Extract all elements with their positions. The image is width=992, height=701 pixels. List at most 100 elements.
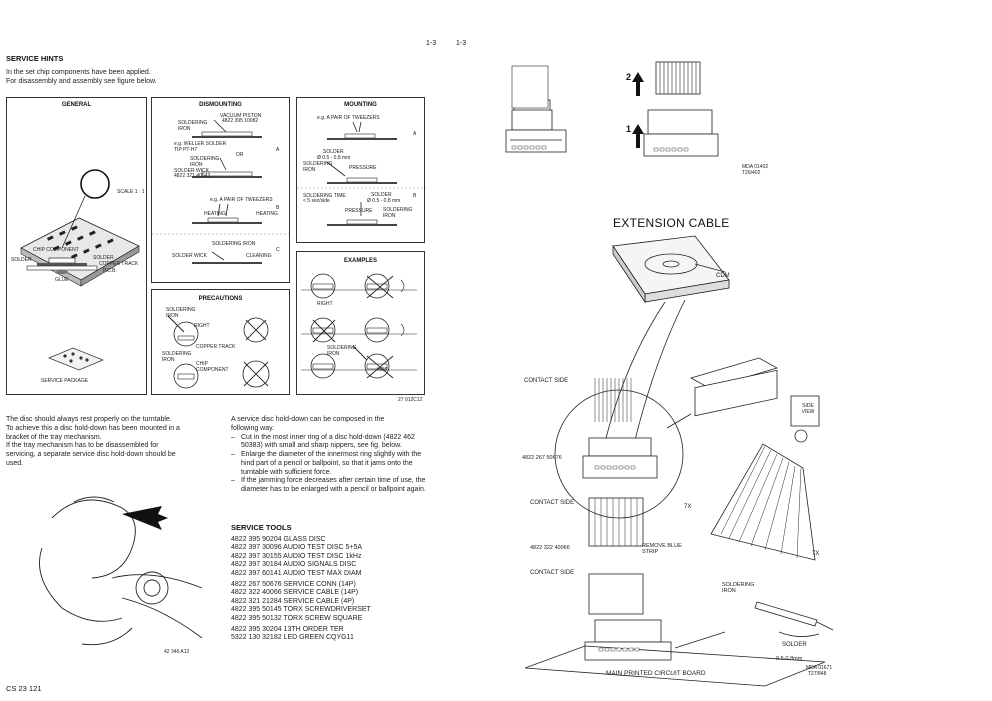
intro-line-2: For disassembly and assembly see figure … (6, 77, 157, 85)
precaution-soldering-iron-2: SOLDERING IRON (162, 351, 192, 363)
dismount-soldering-iron: SOLDERING IRON (178, 120, 208, 132)
disc-line-2: To achieve this a disc hold-down has bee… (6, 424, 180, 432)
tool-item: 4822 395 30204 13TH ORDER TER (231, 625, 344, 633)
precautions-illustration (167, 315, 270, 389)
hand-figure-code: 42 346 A12 (164, 649, 190, 655)
holddown-bullet-3: If the jamming force decreases after cer… (231, 477, 436, 495)
mount-solder-dia-2: Ø 0.5 - 0.8 mm (367, 198, 401, 204)
seven-x-2: 7X (812, 551, 820, 557)
disc-text: The disc should always rest properly on … (6, 416, 221, 469)
precautions-box: PRECAUTIONS SOLDERING IRON RIGHT COPPER … (151, 289, 290, 395)
mount-time-value: < 5 sec/side (303, 198, 330, 204)
dismount-label-c: C (276, 247, 280, 253)
general-pcb: P.C.B. (103, 268, 117, 274)
side-view-label: SIDE VIEW (801, 403, 815, 415)
precautions-title: PRECAUTIONS (198, 296, 243, 302)
dismounting-box: DISMOUNTING VACUUM PISTON 4822 395 10082… (151, 97, 291, 283)
dismounting-title: DISMOUNTING (199, 102, 242, 108)
figure-code-1: 27 012C12 (398, 397, 423, 403)
service-tools-title: SERVICE TOOLS (231, 523, 292, 532)
dismount-label-a: A (276, 147, 280, 153)
tool-item: 5322 130 32182 LED GREEN CQYG11 (231, 634, 354, 642)
disc-line-6: used. (6, 459, 24, 467)
general-scale: SCALE 1 : 1 (117, 189, 145, 195)
part-40066: 4822 322 40066 (530, 545, 570, 551)
hand-illustration (39, 496, 203, 646)
page-number-left: 1-3 (426, 40, 437, 47)
example-right: RIGHT (317, 301, 333, 307)
holddown-bullet-2: Enlarge the diameter of the innermost ri… (231, 451, 436, 477)
dismount-vacuum-piston: VACUUM PISTON (220, 113, 262, 119)
arrow-1-label: 1 (626, 124, 632, 134)
dismounting-illustration (152, 119, 291, 264)
general-solder-right: SOLDER (93, 255, 114, 261)
tool-item: 4822 322 40066 SERVICE CABLE (14P) (231, 589, 359, 597)
mount-solder: SOLDER (323, 149, 344, 155)
dismount-soldering-iron-3: SOLDERING IRON (212, 241, 256, 247)
general-title: GENERAL (61, 102, 92, 108)
holddown-line-1: A service disc hold-down can be composed… (231, 416, 385, 423)
mount-label-b: B (413, 193, 417, 199)
mda-code-bottom: MDA 01671 (806, 665, 833, 671)
part-50676: 4822 267 50676 (522, 455, 562, 461)
pcb-illustration (20, 169, 140, 371)
mounting-illustration (297, 121, 426, 226)
extension-cable-title: EXTENSION CABLE (613, 216, 730, 230)
contact-side-1: CONTACT SIDE (524, 378, 569, 384)
mount-soldering-time: SOLDERING TIME (303, 193, 346, 199)
solder-label-right: SOLDER (782, 642, 807, 648)
service-hints-title: SERVICE HINTS (6, 54, 64, 63)
soldering-iron-right: SOLDERING IRON (722, 582, 755, 595)
mount-solder-2: SOLDER (371, 192, 392, 198)
dismount-tweezers: e.g. A PAIR OF TWEEZERS (210, 197, 273, 203)
dismount-soldering-iron-2: SOLDERING IRON (190, 156, 220, 168)
holddown-bullets: Cut in the most inner ring of a disc hol… (231, 434, 436, 495)
mount-soldering-iron: SOLDERING IRON (303, 161, 333, 173)
example-soldering-iron: SOLDERING IRON (327, 345, 357, 357)
tool-item: 4822 395 50132 TORX SCREW SQUARE (231, 614, 363, 622)
general-copper-track: COPPER TRACK (99, 261, 139, 267)
disc-line-3: bracket of the tray mechanism. (6, 433, 102, 441)
main-pcb-label: MAIN PRINTED CIRCUIT BOARD (606, 670, 706, 677)
footer-code: CS 23 121 (6, 684, 42, 693)
disc-line-5: servicing, a separate service disc hold-… (6, 451, 176, 458)
contact-side-2: CONTACT SIDE (530, 500, 575, 506)
tool-item: 4822 267 50676 SERVICE CONN (14P) (231, 580, 356, 588)
precaution-right: RIGHT (194, 323, 210, 329)
mount-tweezers: e.g. A PAIR OF TWEEZERS (317, 115, 380, 121)
dismount-weller: e.g. WELLER SOLDER TIP PT-H7 (174, 141, 227, 153)
holddown-line-2: following way. (231, 424, 275, 432)
remove-blue-strip: REMOVE BLUE STRIP (642, 543, 682, 556)
example-hot: HOT (377, 367, 388, 373)
precaution-chip-component: CHIP COMPONENT (196, 361, 229, 373)
dismount-heating-right: HEATING (256, 211, 278, 217)
disc-line-1: The disc should always rest properly on … (6, 416, 172, 423)
examples-title: EXAMPLES (343, 258, 377, 264)
mount-label-a: A (413, 131, 417, 137)
general-glue: GLUE (55, 277, 69, 283)
mounting-title: MOUNTING (344, 102, 377, 108)
dismount-cleaning: CLEANING (246, 253, 272, 259)
examples-box: EXAMPLES RIGHT SOLDERING IRON HOT (296, 251, 425, 395)
examples-illustration (301, 273, 417, 379)
tool-item: 4822 395 90204 GLASS DISC (231, 536, 326, 543)
dismount-label-b: B (276, 205, 280, 211)
general-chip-component: CHIP COMPONENT (33, 247, 79, 253)
general-solder-left: SOLDER (11, 257, 32, 263)
tool-item: 4822 397 30184 AUDIO SIGNALS DISC (231, 561, 357, 569)
holddown-bullet-1: Cut in the most inner ring of a disc hol… (231, 434, 436, 452)
page-number-right: 1-3 (456, 40, 467, 47)
disc-line-4: If the tray mechanism has to be disassem… (6, 442, 159, 450)
dismount-vacuum-code: 4822 395 10082 (222, 118, 259, 124)
mount-pressure: PRESSURE (349, 165, 377, 171)
dismount-solder-wick: SOLDER WICK (174, 168, 210, 174)
arrow-2-label: 2 (626, 72, 632, 82)
general-service-package: SERVICE PACKAGE (41, 378, 89, 384)
mount-solder-dia: Ø 0.5 - 0.8 mm (317, 155, 351, 161)
tool-item: 4822 321 21284 SERVICE CABLE (4P) (231, 597, 355, 605)
dismount-solder-wick-2: SOLDER WICK (172, 253, 208, 259)
mount-soldering-iron-2: SOLDERING IRON (383, 207, 413, 219)
solder-dia-right: 0.5-0.8mm (776, 656, 803, 662)
dismount-heating-left: HEATING (204, 211, 226, 217)
tool-item: 4822 395 50145 TORX SCREWDRIVERSET (231, 606, 371, 614)
